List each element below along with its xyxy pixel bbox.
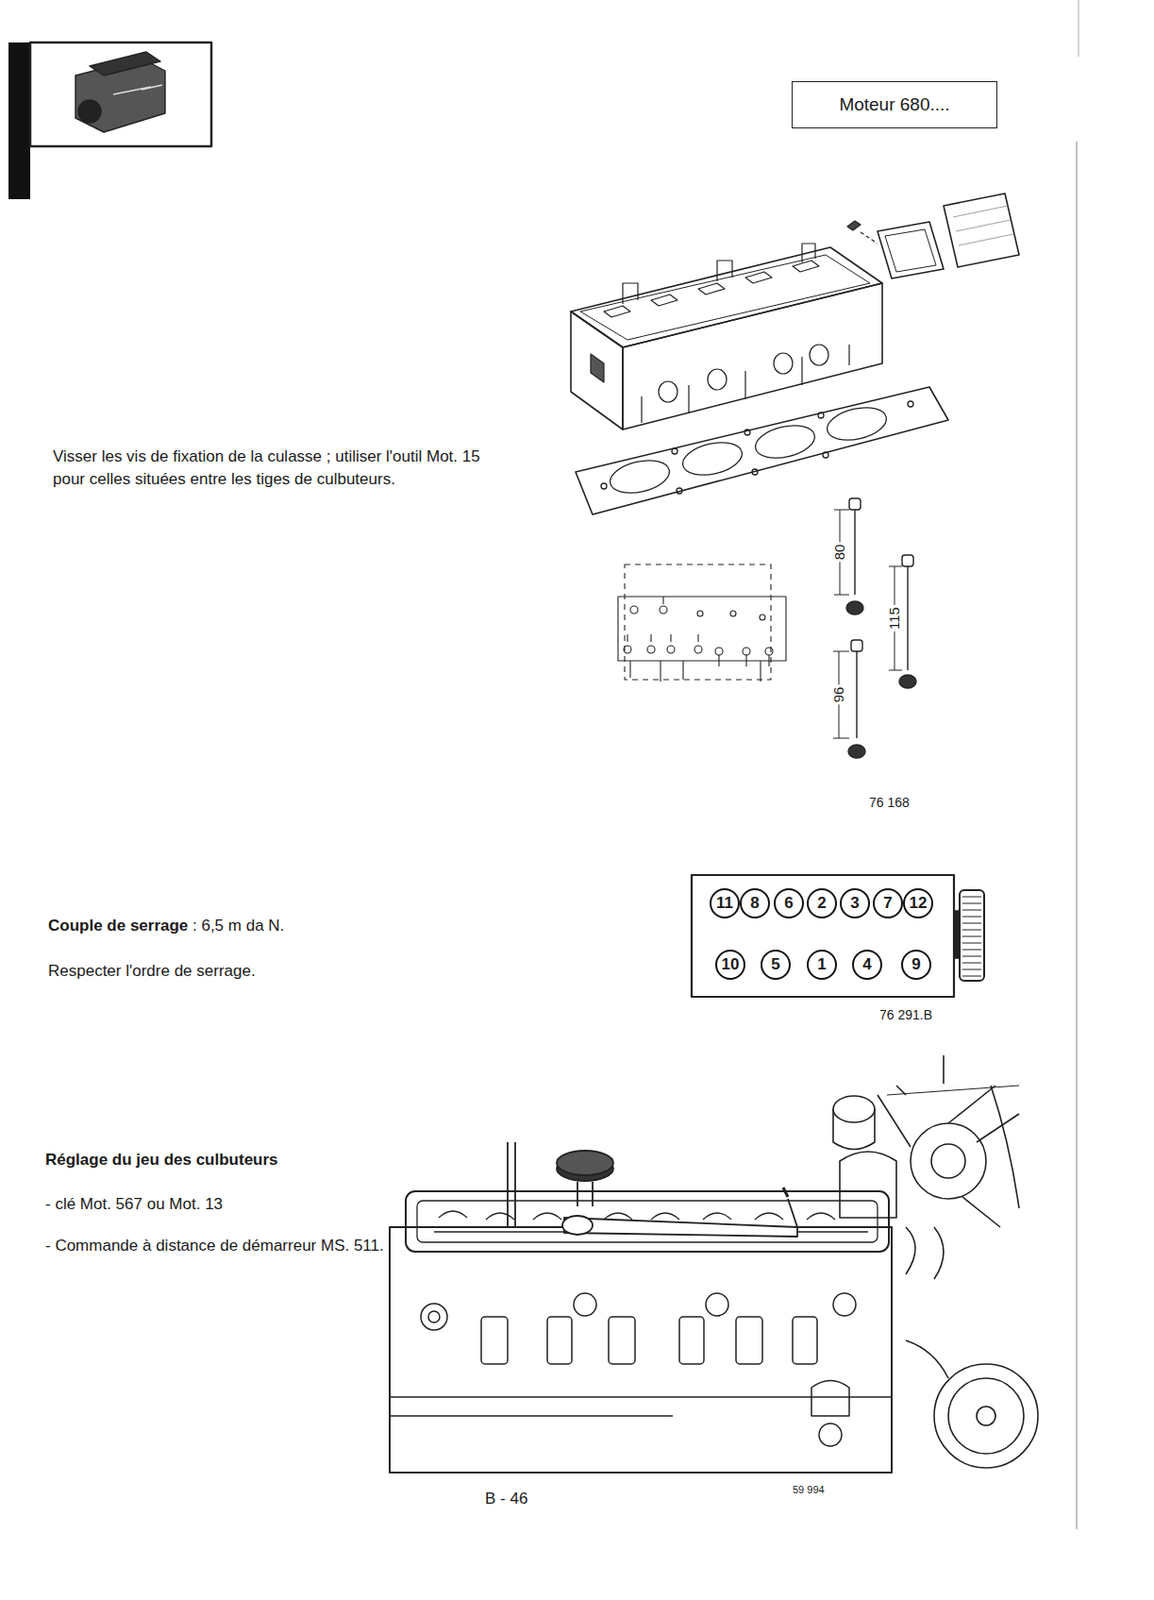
tightening-order-number: 11 bbox=[709, 887, 740, 919]
node-text: 1 bbox=[817, 954, 826, 974]
tightening-order-number: 3 bbox=[839, 887, 870, 919]
tightening-order-number: 8 bbox=[739, 887, 770, 919]
dimension: 80 bbox=[831, 542, 849, 563]
node-text: 3 bbox=[850, 893, 859, 913]
node-text: 9 bbox=[911, 954, 920, 974]
tightening-order-number: 5 bbox=[760, 949, 791, 980]
node-text: 6 bbox=[784, 893, 793, 913]
section-heading: Réglage du jeu des culbuteurs bbox=[45, 1148, 279, 1171]
tightening-order-number: 4 bbox=[852, 949, 883, 980]
tightening-order-number: 7 bbox=[872, 887, 904, 919]
tightening-order-number: 10 bbox=[715, 949, 746, 980]
dimension: 115 bbox=[886, 604, 904, 632]
figure-number: 59 994 bbox=[790, 1477, 827, 1501]
dimension: 96 bbox=[830, 685, 848, 705]
tool-item: - Commande à distance de démarreur MS. 5… bbox=[45, 1234, 385, 1257]
figure-number: 76 291.B bbox=[879, 1003, 933, 1026]
node-text: 10 bbox=[721, 954, 740, 974]
node-text: Moteur 680.... bbox=[838, 94, 950, 116]
node-text: 8 bbox=[750, 893, 759, 913]
node-text: 5 bbox=[770, 954, 780, 974]
tightening-order-number: 2 bbox=[806, 887, 837, 919]
spec-heading: Couple de serrage bbox=[48, 914, 188, 937]
node-text: 12 bbox=[909, 893, 928, 913]
spec-value: : 6,5 m da N. bbox=[192, 914, 285, 937]
tightening-order-number: 1 bbox=[806, 949, 837, 980]
tool-item: - clé Mot. 567 ou Mot. 13 bbox=[45, 1192, 223, 1216]
page-number: B - 46 bbox=[485, 1487, 528, 1510]
node-text: 7 bbox=[883, 893, 892, 913]
node-text: 2 bbox=[817, 893, 826, 913]
tightening-order-number: 6 bbox=[773, 887, 804, 919]
figure-number: 76 168 bbox=[869, 790, 910, 814]
instruction-text: Visser les vis de fixation de la culasse… bbox=[52, 445, 508, 491]
instruction-text: Respecter l'ordre de serrage. bbox=[48, 959, 256, 983]
node-text: 4 bbox=[862, 954, 871, 974]
tightening-order-number: 9 bbox=[901, 949, 932, 980]
tightening-order-number: 12 bbox=[903, 887, 934, 919]
node-text: 11 bbox=[716, 893, 734, 913]
engine-model-box: Moteur 680.... bbox=[791, 81, 998, 129]
